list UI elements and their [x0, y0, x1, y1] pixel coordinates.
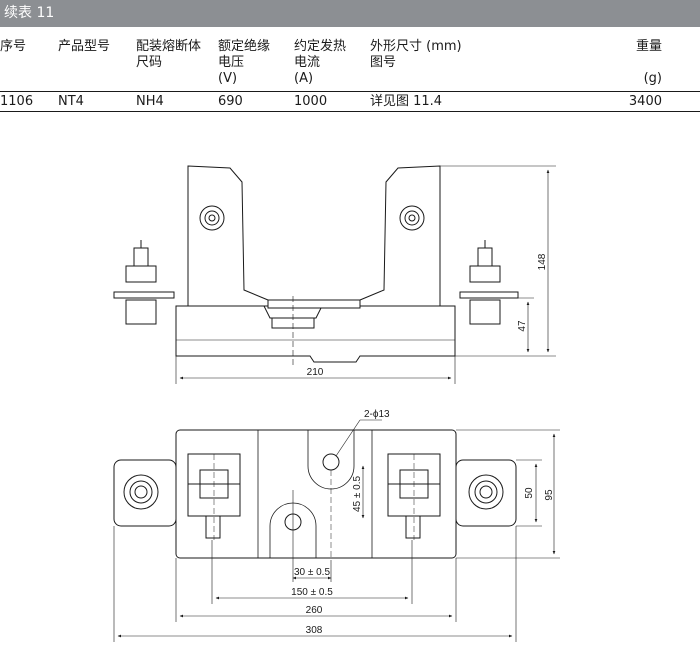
side-view-dimensions: [175, 165, 556, 384]
right-terminal-outer: [468, 474, 504, 510]
left-mount-tab: [113, 459, 177, 527]
header-text: 重量: [635, 39, 662, 54]
header-cell-voltage: 额定绝缘 电压 (V): [218, 39, 270, 87]
dim-inner-height: 50: [524, 487, 535, 499]
table-caption: 续表 11: [0, 0, 700, 27]
header-text: 电压: [218, 55, 245, 70]
left-screw-core: [208, 214, 216, 222]
header-text: 电流: [294, 55, 321, 70]
dim-width-base: 210: [307, 367, 324, 378]
dim-height-base: 47: [517, 320, 528, 332]
table-rule: [0, 91, 700, 92]
dim-hole-spec: 2-ϕ13: [364, 409, 390, 420]
cell-current: 1000: [294, 94, 328, 109]
cell-dimensions: 详见图 11.4: [370, 94, 443, 109]
cell-model: NT4: [58, 94, 84, 109]
cell-fuse-size: NH4: [136, 94, 164, 109]
header-text: 额定绝缘: [218, 39, 271, 54]
header-text: 配装熔断体: [136, 39, 202, 54]
header-cell-dimensions: 外形尺寸 (mm) 图号: [370, 39, 462, 71]
header-text: 图号: [370, 55, 397, 70]
header-cell-model: 产品型号: [58, 39, 110, 55]
right-mount-tab: [455, 459, 517, 527]
dim-width-body: 260: [306, 605, 323, 616]
right-terminal-mid: [474, 480, 498, 504]
cell-no: 1106: [0, 94, 34, 109]
cell-voltage: 690: [218, 94, 243, 109]
side-view: [113, 165, 519, 366]
clamp-plate: [267, 299, 361, 309]
left-terminal-inner: [134, 485, 148, 499]
header-text: (A): [294, 71, 314, 86]
left-terminal-bolt: [113, 240, 175, 325]
header-text: 序号: [0, 39, 27, 54]
dim-mount-spacing: 150 ± 0.5: [291, 587, 333, 598]
base-block: [175, 305, 456, 363]
header-text: 尺码: [136, 55, 163, 70]
header-cell-fuse-size: 配装熔断体 尺码: [136, 39, 201, 71]
header-text: (V): [218, 71, 238, 86]
right-screw-head: [399, 205, 425, 231]
left-terminal-mid: [129, 480, 153, 504]
header-text: 产品型号: [58, 39, 111, 54]
left-terminal-outer: [123, 474, 159, 510]
right-screw-core: [408, 214, 416, 222]
dim-outer-height: 95: [544, 489, 555, 501]
header-cell-current: 约定发热 电流 (A): [294, 39, 346, 87]
spec-table: 序号 产品型号 配装熔断体 尺码 额定绝缘 电压 (V) 约定发热 电流 (A)…: [0, 27, 700, 112]
right-screw-inner: [404, 210, 420, 226]
dim-hole-center: 45 ± 0.5: [352, 476, 363, 513]
top-view: [113, 429, 517, 559]
left-contact-arm: [187, 165, 269, 307]
table-rule: [0, 111, 700, 112]
cell-weight: 3400: [628, 94, 662, 109]
header-cell-weight: 重量 (g): [636, 39, 662, 87]
dim-width-overall: 308: [306, 625, 323, 636]
dim-height-total: 148: [537, 253, 548, 270]
left-screw-head: [199, 205, 225, 231]
dim-hole-offset: 30 ± 0.5: [294, 567, 331, 578]
left-screw-inner: [204, 210, 220, 226]
right-terminal-bolt: [459, 240, 519, 325]
header-text: (g): [643, 71, 662, 86]
table-row: 1106 NT4 NH4 690 1000 详见图 11.4 3400: [0, 93, 700, 111]
top-view-dimensions: [113, 419, 560, 642]
header-text: 外形尺寸 (mm): [370, 39, 462, 54]
header-cell-no: 序号: [0, 39, 26, 55]
right-terminal-inner: [479, 485, 493, 499]
right-contact-arm: [359, 165, 441, 307]
table-header-row: 序号 产品型号 配装熔断体 尺码 额定绝缘 电压 (V) 约定发热 电流 (A)…: [0, 27, 700, 93]
header-text: 约定发热: [294, 39, 347, 54]
